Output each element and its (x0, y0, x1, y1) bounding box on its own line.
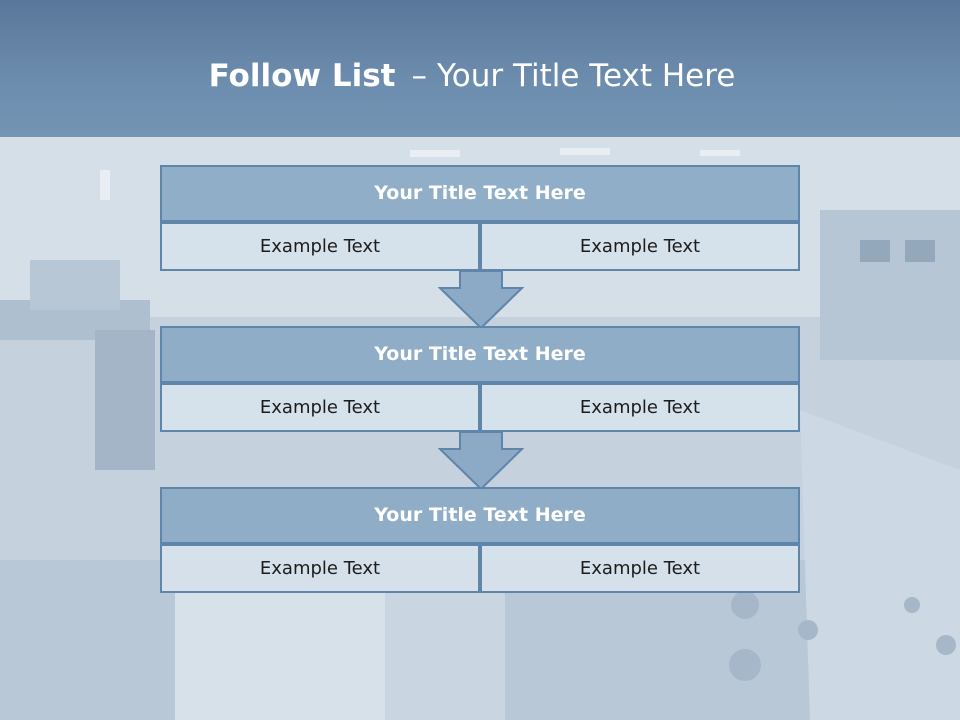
list-block-1: Your Title Text Here Example Text Exampl… (160, 165, 800, 271)
title-subtitle-part: Your Title Text Here (436, 58, 736, 94)
list-block-3: Your Title Text Here Example Text Exampl… (160, 487, 800, 593)
block-title: Your Title Text Here (160, 165, 800, 222)
block-left-cell: Example Text (160, 544, 480, 593)
block-left-cell: Example Text (160, 383, 480, 432)
block-left-cell: Example Text (160, 222, 480, 271)
title-strong-part: Follow List (208, 58, 396, 94)
block-right-cell: Example Text (480, 222, 800, 271)
list-block-2: Your Title Text Here Example Text Exampl… (160, 326, 800, 432)
block-title: Your Title Text Here (160, 326, 800, 383)
title-dash: – (411, 58, 427, 94)
block-title: Your Title Text Here (160, 487, 800, 544)
down-arrow-icon (438, 431, 524, 491)
down-arrow-icon (438, 270, 524, 330)
block-right-cell: Example Text (480, 383, 800, 432)
block-right-cell: Example Text (480, 544, 800, 593)
slide-title: Follow List–Your Title Text Here (0, 54, 944, 98)
header-band: Follow List–Your Title Text Here (0, 0, 960, 137)
